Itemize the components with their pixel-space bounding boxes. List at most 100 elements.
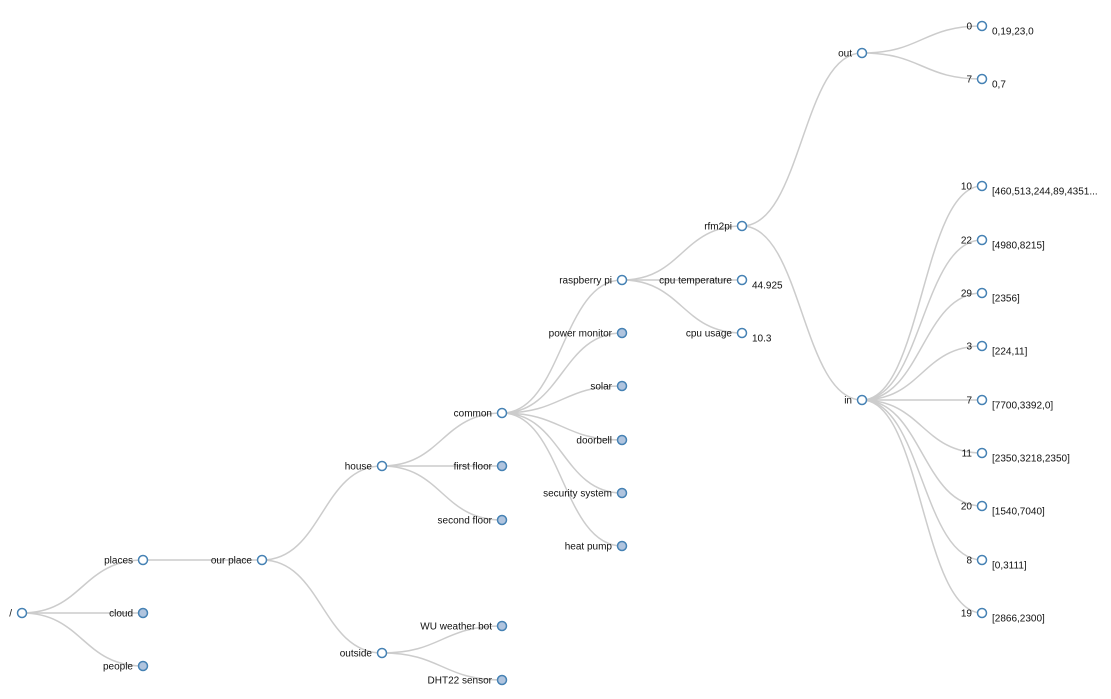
tree-node-in-20[interactable]: 20[1540,7040] <box>961 500 1045 518</box>
node-label-in-22: 22 <box>961 236 973 247</box>
node-circle-out[interactable] <box>856 47 868 59</box>
tree-node-power-monitor[interactable]: power monitor <box>549 327 628 340</box>
node-value-in-19: [2866,2300] <box>992 614 1045 625</box>
tree-node-in[interactable]: in <box>844 394 868 407</box>
node-circle-in-11[interactable] <box>976 447 988 459</box>
tree-node-in-11[interactable]: 11[2350,3218,2350] <box>962 447 1070 465</box>
tree-nodes: / places cloud people our place house outside c… <box>9 20 1098 687</box>
tree-node-heat-pump[interactable]: heat pump <box>565 540 628 553</box>
node-circle-in-22[interactable] <box>976 234 988 246</box>
tree-node-cpu-usage[interactable]: cpu usage 10.3 <box>686 327 772 345</box>
node-label-house: house <box>345 462 373 473</box>
node-label-cpu-usage: cpu usage <box>686 329 733 340</box>
tree-node-rfm2pi[interactable]: rfm2pi <box>704 220 748 233</box>
node-label-out: out <box>838 49 852 60</box>
node-circle-second-floor[interactable] <box>496 514 508 526</box>
node-circle-doorbell[interactable] <box>616 434 628 446</box>
link-common-to-security-system <box>501 412 623 494</box>
tree-node-first-floor[interactable]: first floor <box>454 460 508 473</box>
tree-node-security-system[interactable]: security system <box>543 487 628 500</box>
tree-node-out[interactable]: out <box>838 47 868 60</box>
tree-node-dht22-sensor[interactable]: DHT22 sensor <box>428 674 508 687</box>
tree-node-in-19[interactable]: 19 [2866,2300] <box>961 607 1045 625</box>
node-circle-dht22-sensor[interactable] <box>496 674 508 686</box>
node-circle-places[interactable] <box>137 554 149 566</box>
node-circle-security-system[interactable] <box>616 487 628 499</box>
link-outside-to-wu-weather-bot <box>381 625 503 654</box>
node-circle-our-place[interactable] <box>256 554 268 566</box>
node-circle-rfm2pi[interactable] <box>736 220 748 232</box>
node-circle-cpu-usage[interactable] <box>736 327 748 339</box>
tree-node-root[interactable]: / <box>9 607 28 620</box>
link-raspberry-pi-to-cpu-usage <box>621 279 743 334</box>
tree-node-doorbell[interactable]: doorbell <box>576 434 628 447</box>
node-circle-in-29[interactable] <box>976 287 988 299</box>
node-circle-people[interactable] <box>137 660 149 672</box>
link-our-place-to-house <box>261 465 383 561</box>
node-circle-in-7[interactable] <box>976 394 988 406</box>
node-label-people: people <box>103 662 133 673</box>
node-circle-in-10[interactable] <box>976 180 988 192</box>
node-circle-common[interactable] <box>496 407 508 419</box>
link-outside-to-dht22-sensor <box>381 652 503 681</box>
node-value-cpu-usage: 10.3 <box>752 334 772 345</box>
tree-node-solar[interactable]: solar <box>590 380 628 393</box>
node-value-in-8: [0,3111] <box>992 561 1027 572</box>
node-circle-outside[interactable] <box>376 647 388 659</box>
node-value-out-0: 0,19,23,0 <box>992 27 1034 38</box>
tree-node-in-10[interactable]: 10[460,513,244,89,4351... <box>961 180 1098 198</box>
tree-node-people[interactable]: people <box>103 660 149 673</box>
node-circle-out-7[interactable] <box>976 73 988 85</box>
node-label-rfm2pi: rfm2pi <box>704 222 732 233</box>
node-circle-cpu-temperature[interactable] <box>736 274 748 286</box>
tree-node-wu-weather-bot[interactable]: WU weather bot <box>420 620 508 633</box>
tree-node-in-29[interactable]: 29[2356] <box>961 287 1020 305</box>
tree-node-cloud[interactable]: cloud <box>109 607 149 620</box>
tree-node-house[interactable]: house <box>345 460 388 473</box>
node-circle-heat-pump[interactable] <box>616 540 628 552</box>
tree-node-second-floor[interactable]: second floor <box>438 514 508 527</box>
link-rfm2pi-to-in <box>741 225 863 401</box>
node-circle-in-3[interactable] <box>976 340 988 352</box>
node-circle-power-monitor[interactable] <box>616 327 628 339</box>
link-our-place-to-outside <box>261 559 383 654</box>
link-in-to-in-10 <box>861 185 983 401</box>
node-value-in-10: [460,513,244,89,4351... <box>992 187 1098 198</box>
node-circle-raspberry-pi[interactable] <box>616 274 628 286</box>
node-circle-in-20[interactable] <box>976 500 988 512</box>
tree-node-in-3[interactable]: 3[224,11] <box>966 340 1028 358</box>
node-label-in-29: 29 <box>961 289 973 300</box>
tree-node-outside[interactable]: outside <box>340 647 388 660</box>
node-circle-root[interactable] <box>16 607 28 619</box>
link-root-to-places <box>21 559 144 614</box>
link-common-to-raspberry-pi <box>501 279 623 414</box>
node-label-first-floor: first floor <box>454 462 493 473</box>
node-circle-house[interactable] <box>376 460 388 472</box>
tree-node-common[interactable]: common <box>454 407 508 420</box>
tree-node-our-place[interactable]: our place <box>211 554 268 567</box>
tree-node-in-8[interactable]: 8 [0,3111] <box>966 554 1027 572</box>
tree-node-in-7[interactable]: 7[7700,3392,0] <box>966 394 1053 412</box>
node-circle-out-0[interactable] <box>976 20 988 32</box>
node-circle-in-8[interactable] <box>976 554 988 566</box>
node-label-out-7: 7 <box>966 75 972 86</box>
node-label-our-place: our place <box>211 556 253 567</box>
node-circle-cloud[interactable] <box>137 607 149 619</box>
tree-node-places[interactable]: places <box>104 554 149 567</box>
node-circle-wu-weather-bot[interactable] <box>496 620 508 632</box>
node-label-in-8: 8 <box>966 556 972 567</box>
link-in-to-in-19 <box>861 399 983 614</box>
node-circle-first-floor[interactable] <box>496 460 508 472</box>
node-circle-in[interactable] <box>856 394 868 406</box>
node-circle-solar[interactable] <box>616 380 628 392</box>
node-label-dht22-sensor: DHT22 sensor <box>428 676 493 687</box>
link-in-to-in-22 <box>861 239 983 401</box>
node-label-in-19: 19 <box>961 609 973 620</box>
tree-node-in-22[interactable]: 22[4980,8215] <box>961 234 1045 252</box>
node-label-in-3: 3 <box>966 342 972 353</box>
tree-node-raspberry-pi[interactable]: raspberry pi <box>559 274 628 287</box>
node-circle-in-19[interactable] <box>976 607 988 619</box>
